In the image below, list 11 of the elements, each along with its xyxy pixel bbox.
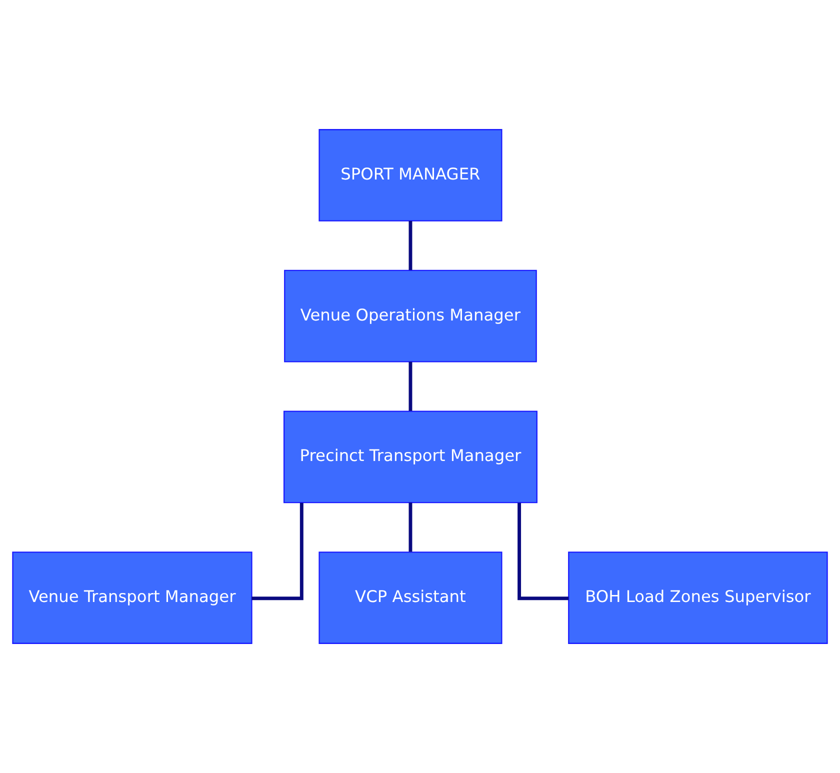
node-box: VCP Assistant <box>318 552 502 644</box>
connector <box>252 502 304 600</box>
connector <box>408 502 412 552</box>
node-box: Venue Transport Manager <box>12 552 252 644</box>
node-box: Precinct Transport Manager <box>283 410 538 504</box>
node-box: BOH Load Zones Supervisor <box>568 552 828 644</box>
node-box: SPORT MANAGER <box>318 129 502 222</box>
connector <box>408 362 412 411</box>
node-box: Venue Operations Manager <box>284 270 537 362</box>
connector <box>408 220 412 270</box>
connector <box>518 502 569 600</box>
